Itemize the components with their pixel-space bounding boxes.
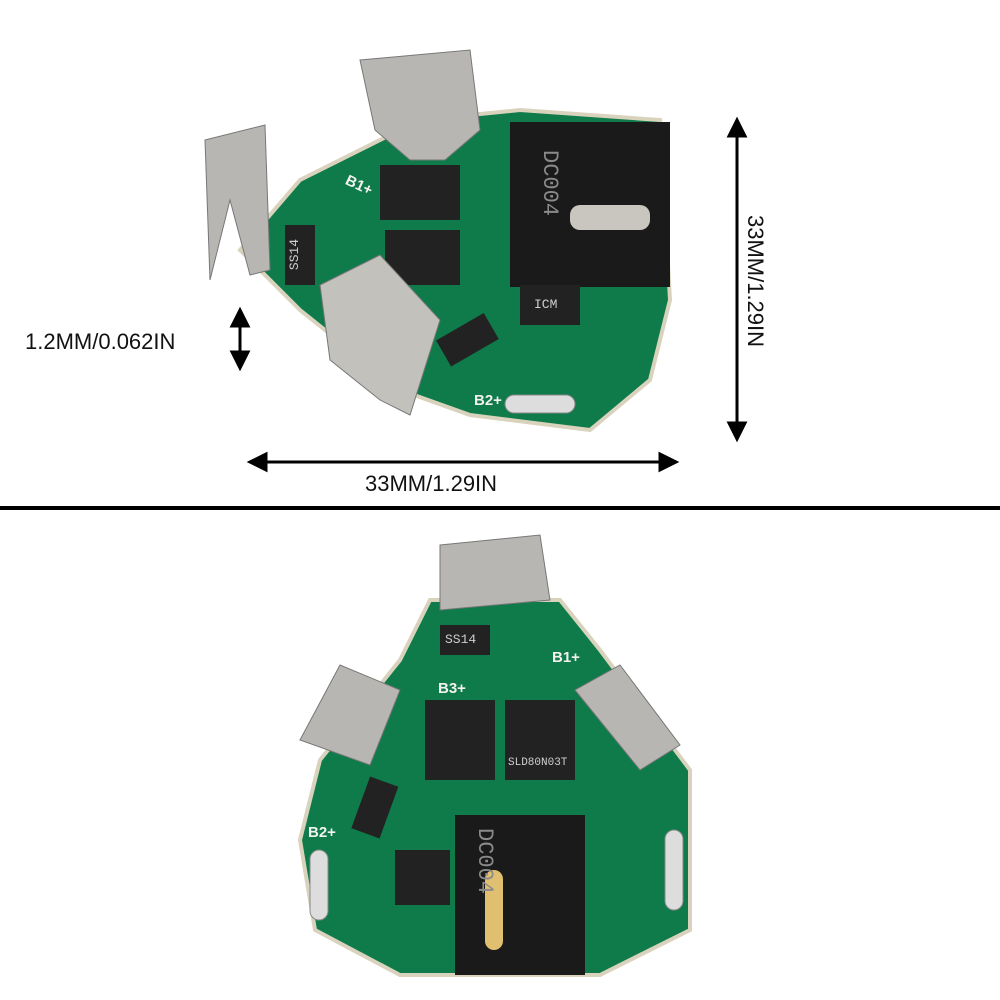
divider-line xyxy=(0,506,1000,510)
height-label: 33MM/1.29IN xyxy=(743,214,768,348)
marking-ss14-bottom: SS14 xyxy=(445,632,477,647)
width-label: 33MM/1.29IN xyxy=(365,471,498,496)
marking-b3-bottom: B3+ xyxy=(438,680,466,697)
battery-clip xyxy=(319,254,441,416)
marking-sld80n03t: SLD80N03T xyxy=(508,757,568,769)
marking-b2-bottom: B2+ xyxy=(308,824,336,841)
dc004-label-bottom: DC004 xyxy=(472,828,497,895)
battery-clip xyxy=(204,124,271,281)
dc-connector-bottom xyxy=(455,815,585,975)
battery-clip xyxy=(574,664,681,771)
marking-b2-top: B2+ xyxy=(474,392,502,409)
battery-clip xyxy=(299,664,401,766)
dc-connector-top xyxy=(510,122,670,287)
dc004-label-top: DC004 xyxy=(537,150,562,217)
pcb-bottom-view xyxy=(297,534,692,977)
battery-clip xyxy=(359,49,481,161)
marking-ss14-top: SS14 xyxy=(287,238,303,271)
battery-clip xyxy=(439,534,551,611)
thickness-label: 1.2MM/0.062IN xyxy=(25,329,176,354)
pcb-top-view xyxy=(204,49,673,433)
marking-b1-bottom: B1+ xyxy=(552,649,580,666)
marking-icm-top: ICM xyxy=(534,297,558,312)
dimension-arrows xyxy=(229,116,748,473)
